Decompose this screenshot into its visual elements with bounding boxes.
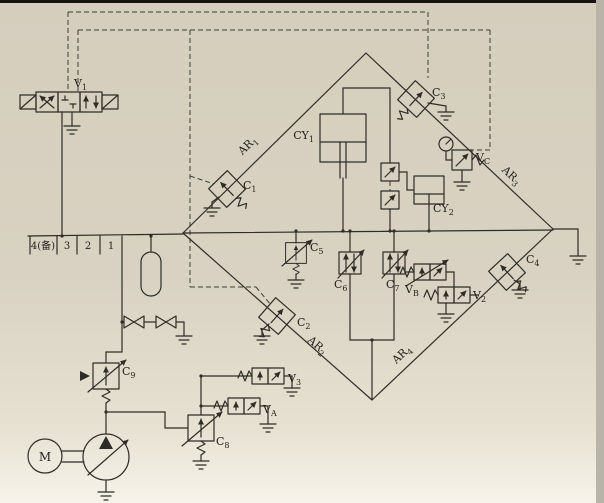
tank-symbol (175, 329, 193, 345)
valve-v2 (424, 287, 478, 323)
valve-vc (451, 149, 485, 191)
tank-symbol (259, 417, 277, 433)
valve-c9 (80, 359, 127, 403)
diamond-manifold (182, 52, 554, 401)
label-c2: C2 (297, 316, 311, 331)
label-c6: C6 (334, 278, 348, 293)
motor (27, 438, 63, 474)
label-port-1: 1 (108, 241, 114, 252)
label-port-3: 3 (64, 241, 70, 252)
valve-vb (400, 259, 454, 287)
label-c7: C7 (386, 278, 400, 293)
label-c1: C1 (243, 179, 257, 194)
label-v2: V2 (472, 289, 486, 304)
pump (82, 433, 130, 501)
valve-c7 (381, 249, 409, 279)
cylinder-cy1 (319, 113, 367, 179)
label-ar3: AR3 (497, 163, 524, 189)
tank-symbol (63, 119, 81, 135)
label-ar4: AR4 (389, 342, 416, 368)
junction-dots (60, 229, 431, 414)
label-c4: C4 (526, 253, 540, 268)
valve-c6 (337, 249, 365, 279)
label-ar2: AR2 (303, 333, 330, 359)
tank-symbol (437, 105, 455, 121)
valve-v1 (19, 91, 119, 135)
pilot-lines (67, 11, 491, 306)
label-motor: M (39, 450, 51, 464)
label-c5: C5 (310, 241, 324, 256)
shutoff-valve-2 (155, 315, 177, 329)
label-port-4: 4(备) (31, 239, 55, 252)
pressure-gauge (438, 136, 454, 152)
pilot-valve-2 (380, 190, 400, 210)
tank-symbol (287, 273, 305, 289)
label-cy2: CY2 (433, 202, 454, 217)
tank-symbol (453, 175, 471, 191)
label-c9: C9 (122, 365, 136, 380)
label-vb: VB (404, 283, 419, 298)
label-port-2: 2 (85, 241, 91, 252)
valve-c2 (249, 298, 295, 345)
valve-c5 (281, 239, 313, 289)
right-edge-band (596, 0, 604, 503)
tank-symbol (437, 307, 455, 323)
valve-c1 (203, 171, 255, 218)
supply-lines (27, 87, 579, 487)
shutoff-valve-1 (123, 315, 145, 329)
label-c3: C3 (432, 86, 446, 101)
cylinder-cy2 (413, 175, 445, 232)
accumulator (140, 251, 162, 297)
tank-symbol (192, 454, 210, 470)
label-vc: VC (475, 151, 490, 166)
pilot-valve-1 (380, 162, 400, 182)
tank-symbol (569, 249, 587, 265)
label-ar1: AR1 (235, 133, 261, 159)
valve-c8 (181, 411, 223, 470)
tank-symbol (203, 201, 221, 217)
tank-symbol (97, 485, 115, 501)
top-border (0, 0, 604, 3)
labels: V1 4(备) 3 2 1 CY1 CY2 C1 C2 C3 C4 C5 C6 … (31, 77, 540, 464)
label-c8: C8 (216, 435, 230, 450)
label-v3: V3 (287, 372, 301, 387)
label-va: VA (262, 403, 277, 418)
label-v1: V1 (73, 77, 87, 92)
label-cy1: CY1 (293, 129, 314, 144)
